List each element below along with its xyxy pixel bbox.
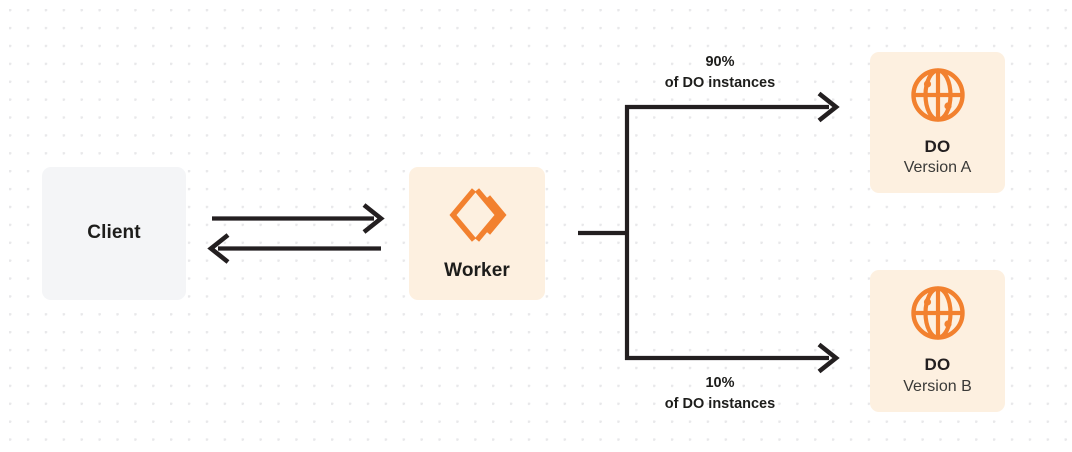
- globe-icon: [909, 66, 967, 124]
- node-client-label: Client: [87, 222, 141, 244]
- edge-client-to-worker: [212, 203, 385, 234]
- cloudflare-workers-icon: [446, 184, 508, 246]
- edge-worker-to-do-a: [625, 91, 840, 123]
- edge-worker-to-client: [207, 233, 381, 264]
- edge-label-do-b: 10% of DO instances: [600, 373, 840, 414]
- node-do-b-sublabel: Version B: [903, 377, 972, 395]
- node-do-version-a[interactable]: DO Version A: [870, 52, 1005, 193]
- node-do-a-label: DO: [924, 136, 951, 156]
- node-do-a-sublabel: Version A: [903, 159, 972, 177]
- edge-label-do-a: 90% of DO instances: [600, 52, 840, 93]
- edge-worker-to-do-b: [625, 342, 840, 374]
- globe-icon: [909, 284, 967, 342]
- edge-label-do-b-caption: of DO instances: [664, 395, 776, 412]
- node-worker[interactable]: Worker: [409, 167, 545, 300]
- edge-label-do-a-percent: 90%: [705, 54, 735, 70]
- edge-label-do-a-caption: of DO instances: [664, 74, 776, 91]
- node-worker-label: Worker: [444, 260, 510, 282]
- node-client[interactable]: Client: [42, 167, 186, 300]
- node-do-b-label: DO: [924, 355, 951, 375]
- edge-label-do-b-percent: 10%: [705, 375, 735, 391]
- node-do-version-b[interactable]: DO Version B: [870, 270, 1005, 412]
- edge-branch-trunk: [578, 105, 630, 360]
